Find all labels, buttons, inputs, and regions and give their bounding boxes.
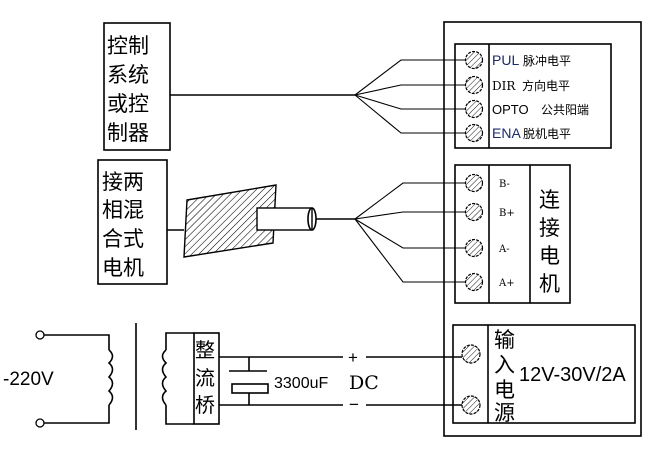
motor-body-hatched [183,184,277,258]
motor-line-2: 相混 [102,198,144,222]
motor-line-4: 电机 [102,256,144,280]
capacitor: 3300uF DC [229,357,379,405]
dc-minus-label: − [349,395,359,414]
signal-terminal-dir[interactable] [464,75,484,95]
controller-box: 控制 系统 或控 制器 [103,22,171,151]
signal-terminal-block [454,43,612,149]
ac-input-terminal-bottom[interactable] [35,418,45,428]
motor-terminal-aplus[interactable] [464,272,484,292]
dc-plus-label: + [348,348,358,367]
driver-outer-box [443,21,642,437]
power-caption-3: 电 [494,378,515,402]
motor-line-1: 接两 [102,170,144,194]
transformer-secondary-coil [161,349,168,406]
controller-line-1: 控制 [107,34,149,58]
rectifier-char-3: 桥 [195,393,215,417]
motor-box: 接两 相混 合式 电机 [97,159,168,285]
power-caption-1: 输 [494,328,515,352]
ac-input-terminal-top[interactable] [35,330,45,340]
capacitor-value: 3300uF [274,375,328,392]
rectifier-char-2: 流 [195,366,215,390]
signal-terminal-code: ENA [492,125,521,141]
rectifier-char-1: 整 [195,338,215,362]
ac-voltage-label: -220V [3,369,54,390]
signal-terminal-opto[interactable] [464,99,484,119]
controller-line-3: 或控 [107,92,149,116]
ac-input: -220V [3,330,114,428]
controller-line-4: 制器 [107,121,149,145]
motor-terminal-code: B+ [499,208,515,219]
motor-caption-3: 电 [539,244,560,268]
motor-shaft [256,207,313,231]
signal-terminal-code: DIR [492,79,516,93]
signal-terminal-desc: 脱机电平 [523,126,571,141]
transformer-secondary [161,332,194,425]
motor-terminal-bminus[interactable] [464,173,484,193]
motor-terminal-aminus[interactable] [464,238,484,258]
motor-caption-1: 连 [539,188,560,212]
motor-terminal-block: 连 接 电 机 [454,164,571,304]
signal-terminal-desc: 公共阳端 [541,103,589,117]
motor-cable [354,182,465,283]
power-terminal-minus[interactable] [461,395,481,415]
motor-illustration [167,184,355,258]
rectifier-bridge: 整 流 桥 [193,332,220,425]
power-caption-2: 入 [494,353,515,377]
motor-terminal-bplus[interactable] [464,202,484,222]
signal-terminal-code: PUL [492,52,519,68]
transformer-primary-coil [107,349,114,406]
dc-rails: + − [219,348,462,414]
controller-cable [170,59,465,134]
power-terminal-plus[interactable] [461,344,481,364]
power-spec: 12V-30V/2A [519,364,626,386]
motor-terminal-code: A- [498,244,510,255]
dc-label: DC [349,372,379,394]
signal-terminal-desc: 方向电平 [522,78,570,93]
signal-terminal-ena[interactable] [464,123,484,143]
signal-terminal-desc: 脉冲电平 [523,53,571,68]
motor-line-3: 合式 [102,227,144,251]
power-caption-4: 源 [494,401,515,425]
motor-terminal-code: B- [499,179,510,190]
power-terminal-block: 输 入 电 源 12V-30V/2A [452,324,636,425]
motor-caption-4: 机 [539,272,560,296]
controller-line-2: 系统 [107,63,149,87]
signal-terminal-pul[interactable] [464,50,484,70]
signal-terminal-code: OPTO [492,102,529,117]
motor-caption-2: 接 [539,216,560,240]
motor-terminal-code: A+ [498,278,515,289]
